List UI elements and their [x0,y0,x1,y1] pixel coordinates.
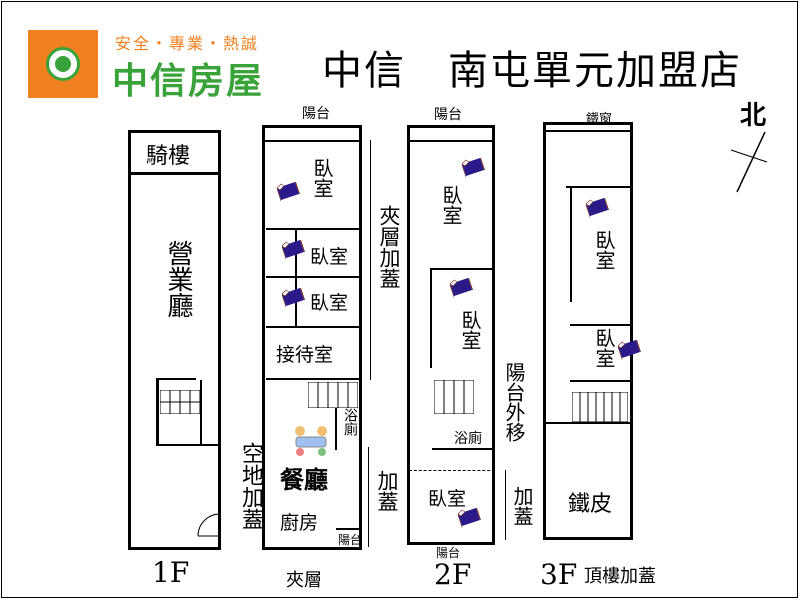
f3-roof: 頂樓加蓋 [584,566,656,587]
f2-balcony-move: 陽台外移 [502,362,526,442]
floor2-label: 2F [434,558,472,591]
f2-balcony-top: 陽台 [434,107,462,123]
mezz-bed2: 臥室 [310,246,349,268]
floor2-plan [407,125,495,545]
f2-bed1: 臥室 [439,185,463,225]
floor3-label: 3F [540,558,578,591]
f3-iron: 鐵皮 [568,492,613,517]
mezz-reception: 接待室 [276,344,334,366]
bed-icon [275,182,301,202]
bed-icon [280,240,306,260]
bed-icon [448,278,474,298]
north-arrow-icon [730,131,768,193]
bed-icon [456,508,482,528]
globe-icon [46,47,80,81]
f2-balcony-bottom: 陽台 [436,546,461,560]
bed-icon [460,158,486,178]
mezz-balcony: 陽台 [302,106,330,122]
brand-name: 中信房屋 [112,61,265,102]
slogan: 安全・專業・熱誠 [115,34,260,53]
mezz-ext-top: 夾層加蓋 [377,205,401,289]
floor3-plan [543,122,633,540]
bed-icon [584,198,610,218]
mezz-label: 夾層 [286,570,322,591]
floor1-plan [128,130,221,550]
f3-window: 鐵窗 [586,112,613,127]
mezz-bed3: 臥室 [310,292,349,314]
logo [28,30,98,98]
mezz-dining: 餐廳 [280,465,328,494]
f3-bed2: 臥室 [592,328,616,368]
floor1-hall: 營業廳 [163,240,193,318]
floor1-arcade: 騎樓 [146,144,191,169]
mezzanine-plan [262,125,362,550]
f3-bed1: 臥室 [592,230,616,270]
floor1-vacant-ext: 空地加蓋 [238,442,263,530]
bed-icon [616,340,642,360]
floor1-label: 1F [152,556,190,589]
mezz-bed1: 臥室 [310,158,334,198]
f2-bath: 浴廁 [454,431,482,447]
mezz-stairs [308,382,358,408]
mezz-balcony-bottom: 陽台 [338,533,363,547]
f2-bed2: 臥室 [458,310,482,350]
f2-stairs [434,380,474,414]
bed-icon [280,288,306,308]
f3-stairs [572,392,628,422]
north-label: 北 [740,101,767,131]
f2-bed3: 臥室 [428,488,467,510]
floor1-stairs [160,390,200,414]
store-title: 中信 南屯單元加盟店 [322,48,742,94]
floor1-door [197,513,221,537]
f2-ext: 加蓋 [510,486,534,526]
dining-table-icon [295,426,327,456]
mezz-bath: 浴廁 [342,408,358,436]
mezz-kitchen: 廚房 [280,512,319,534]
mezz-ext-bottom: 加蓋 [375,470,399,512]
